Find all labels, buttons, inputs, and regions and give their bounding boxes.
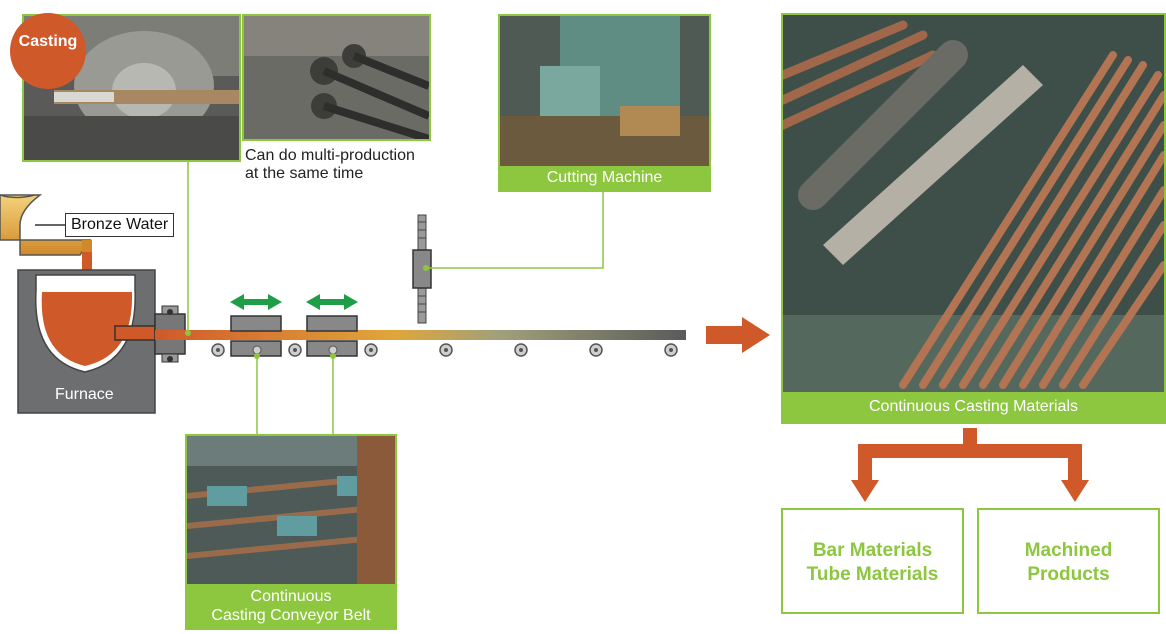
cutter-icon [412,214,432,324]
casting-materials-photo [781,13,1166,424]
conveyor-label-line-2: Casting Conveyor Belt [211,607,371,624]
process-arrow-icon [706,317,770,353]
machined-products-box: Machined Products [977,508,1160,614]
process-diagram [0,162,770,434]
casting-badge: Casting [10,13,86,89]
double-arrow-icon [230,294,358,310]
multi-production-caption: Can do multi-production at the same time [245,147,415,183]
casting-rod [155,330,686,340]
pinch-roll-2-top [306,315,358,332]
bar-tube-materials-box: Bar Materials Tube Materials [781,508,964,614]
bar-materials-label: Bar Materials [812,540,933,561]
caption-line-1: Can do multi-production [245,147,415,164]
cutting-machine-label: Cutting Machine [500,166,709,190]
conveyor-label-line-1: Continuous [250,588,332,605]
caption-line-2: at the same time [245,165,364,182]
molten-bronze [41,292,133,366]
conveyor-label: Continuous Casting Conveyor Belt [187,584,395,628]
casting-materials-label: Continuous Casting Materials [783,392,1164,422]
cutting-machine-photo [498,14,711,192]
conveyor-photo [185,434,397,630]
multi-production-photo [242,14,431,141]
machined-label: Machined [1024,540,1113,561]
pinch-roll-1-top [230,315,282,332]
furnace-label: Furnace [55,386,114,403]
tube-materials-label: Tube Materials [806,564,939,585]
branch-arrows [851,428,1089,502]
products-label: Products [1027,564,1110,585]
bronze-water-label: Bronze Water [65,213,175,237]
